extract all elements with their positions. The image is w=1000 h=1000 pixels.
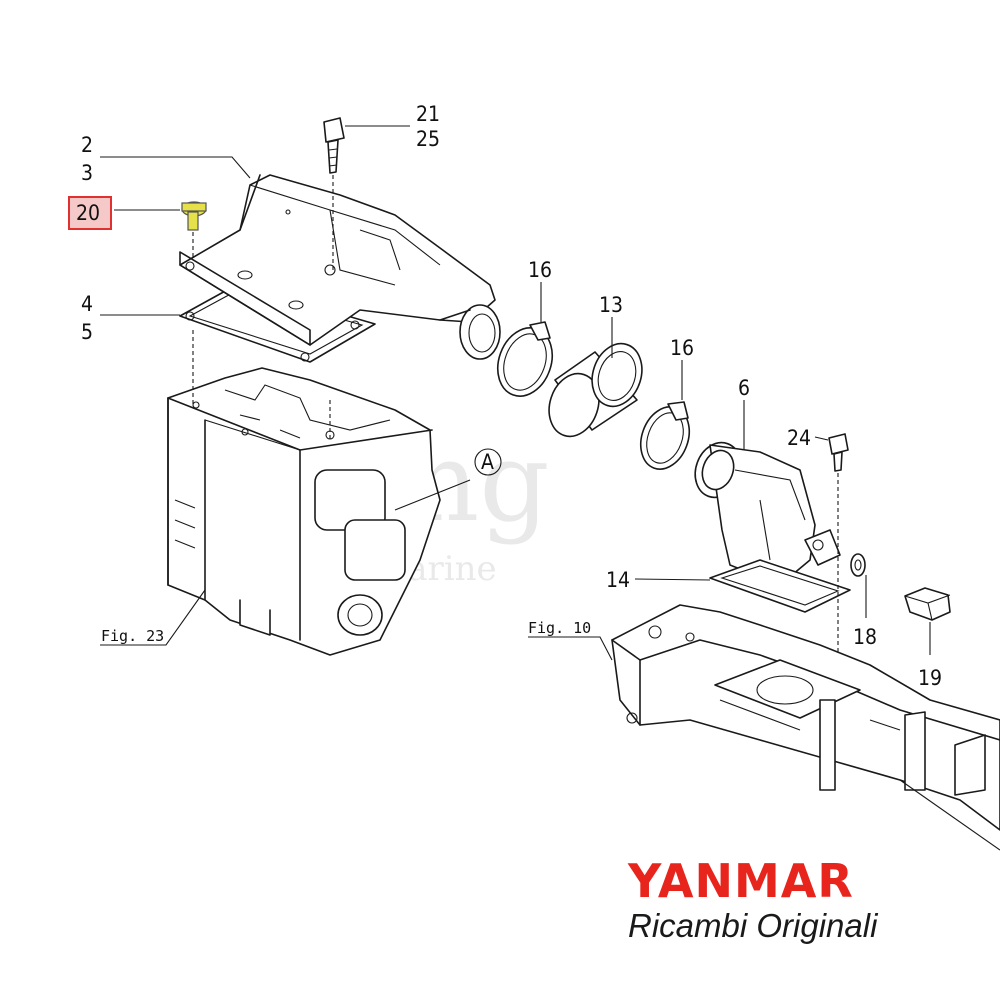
washer-18 [850, 553, 866, 577]
callout-13: 13 [599, 293, 623, 317]
exhaust-manifold-fig10 [611, 604, 1000, 851]
callout-19: 19 [918, 666, 942, 690]
figure-ref-10: Fig. 10 [528, 619, 591, 637]
leader-lines [100, 125, 931, 661]
callout-5: 5 [81, 320, 93, 344]
callout-labels: 2 3 20 4 5 21 25 16 13 16 6 24 14 18 19 … [76, 102, 942, 690]
brand-logo-block: YANMAR Ricambi Originali [628, 858, 928, 944]
callout-16-left: 16 [528, 258, 552, 282]
callout-2: 2 [81, 133, 93, 157]
bolt-20 [181, 201, 207, 405]
lower-housing-fig23 [167, 367, 441, 656]
callout-6: 6 [738, 376, 750, 400]
brand-subtitle: Ricambi Originali [628, 907, 878, 944]
plug-bolt-19 [904, 587, 951, 621]
manifold-cover-2-3 [179, 174, 501, 360]
bolt-24 [828, 433, 849, 690]
bolt-21-25 [323, 117, 345, 440]
highlight-callout-20 [68, 196, 112, 230]
hose-13 [548, 342, 643, 438]
callout-A: A [481, 450, 494, 474]
callout-16-right: 16 [670, 336, 694, 360]
callout-25: 25 [416, 127, 440, 151]
hose-clamp-16-left [496, 321, 554, 397]
brand-logo: YANMAR [628, 854, 854, 908]
callout-4: 4 [81, 292, 93, 316]
elbow-pipe-6 [694, 441, 841, 586]
callout-24: 24 [787, 426, 811, 450]
callout-3: 3 [81, 161, 93, 185]
callout-21: 21 [416, 102, 440, 126]
callout-20: 20 [76, 201, 100, 225]
hose-clamp-16-right [639, 401, 691, 470]
callout-18: 18 [853, 625, 877, 649]
callout-14: 14 [606, 568, 630, 592]
gasket-14 [709, 559, 851, 613]
figure-ref-23: Fig. 23 [101, 627, 164, 645]
